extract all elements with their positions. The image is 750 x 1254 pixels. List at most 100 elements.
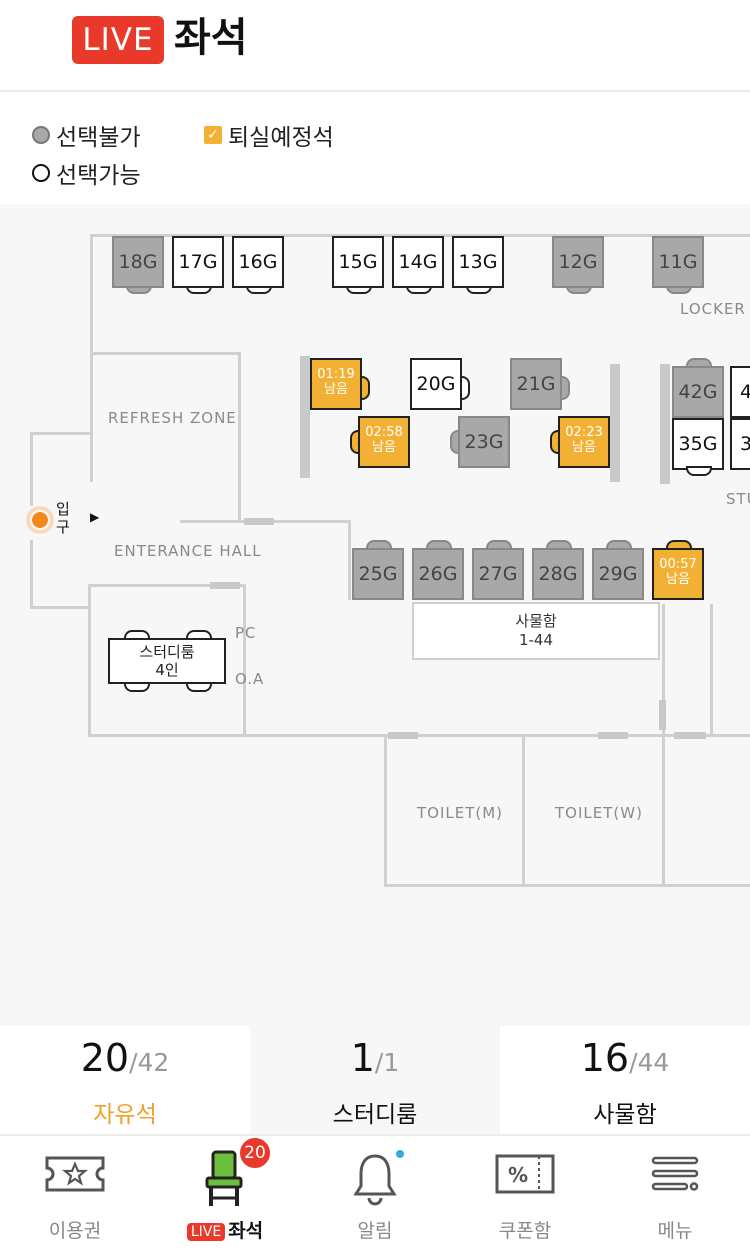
wall [710,604,713,736]
stat-label: 스터디룸 [332,1102,418,1128]
study-room-table[interactable]: 스터디룸 4인 [108,638,226,684]
wall [243,584,246,734]
study-room-title: 스터디룸 [139,643,195,661]
seat-26g[interactable]: 26G [412,548,464,600]
seat-35g[interactable]: 35G [672,418,724,470]
wall [30,606,88,609]
seat-23g[interactable]: 23G [458,416,510,468]
new-dot-icon [396,1150,404,1158]
study-zone-label: STU [726,490,750,508]
wall [30,432,33,506]
seat-27g[interactable]: 27G [472,548,524,600]
coupon-icon: % [495,1154,555,1194]
stat-label: 사물함 [593,1102,657,1128]
seat-28g[interactable]: 28G [532,548,584,600]
stat-locker: 16/44 사물함 [500,1026,750,1134]
legend-unavailable-label: 선택불가 [56,125,141,151]
wall [88,584,243,587]
locker-label: LOCKER [680,300,746,318]
seat-occupied-0258[interactable]: 02:58 남음 [358,416,410,468]
chair-icon [205,1150,243,1206]
mini-live-badge: LIVE [186,1222,226,1241]
tab-alarm[interactable]: 알림 [300,1136,450,1254]
tab-menu-label: 메뉴 [657,1220,693,1242]
entrance-label: 입 구 [56,500,70,536]
seat-occupied-0223[interactable]: 02:23 남음 [558,416,610,468]
legend-leaving-label: 퇴실예정석 [228,125,334,151]
page-title: 좌석 [174,15,248,61]
stat-label: 자유석 [93,1102,157,1128]
remaining-label: 남음 [572,440,596,455]
wall [522,734,525,886]
legend: 선택불가 ✓ 퇴실예정석 선택가능 [0,94,750,204]
door [674,732,706,739]
chair [686,466,712,476]
seat-25g[interactable]: 25G [352,548,404,600]
partition [610,364,620,482]
tab-alarm-label: 알림 [357,1220,393,1242]
seat-16g[interactable]: 16G [232,236,284,288]
gray-dot-icon [32,126,50,144]
seat-29g[interactable]: 29G [592,548,644,600]
seat-occupied-0119[interactable]: 01:19 남음 [310,358,362,410]
stat-total: /1 [374,1048,400,1077]
header: LIVE 좌석 [0,0,750,92]
seat-18g[interactable]: 18G [112,236,164,288]
pc-label: PC [235,624,257,642]
wall [90,352,93,482]
door [210,582,240,589]
legend-available: 선택가능 [32,156,141,190]
entrance-hall-label: ENTERANCE HALL [114,542,262,560]
partition [300,356,310,478]
remaining-time: 00:57 [659,557,697,572]
wall [90,352,240,355]
legend-available-label: 선택가능 [56,163,141,189]
tab-ticket[interactable]: 이용권 [0,1136,150,1254]
stat-value: 1/1 [250,1034,500,1087]
chair [186,682,212,692]
door [388,732,418,739]
seat-map[interactable]: REFRESH ZONE ENTERANCE HALL LOCKER STU P… [0,204,750,1026]
locker-box-title: 사물함 [515,612,557,630]
seat-occupied-0057[interactable]: 00:57 남음 [652,548,704,600]
tab-coupon-label: 쿠폰함 [498,1220,552,1242]
seat-21g[interactable]: 21G [510,358,562,410]
seat-13g[interactable]: 13G [452,236,504,288]
wall [384,884,750,887]
partition [660,364,670,484]
seat-11g[interactable]: 11G [652,236,704,288]
door [598,732,628,739]
seat-4x[interactable]: 4 [730,366,750,418]
remaining-time: 02:23 [565,425,603,440]
seat-count-badge: 20 [238,1136,272,1170]
seat-12g[interactable]: 12G [552,236,604,288]
seat-42g[interactable]: 42G [672,366,724,418]
percent-glyph: % [508,1163,528,1187]
seat-3x[interactable]: 3 [730,418,750,470]
wall [30,540,33,608]
toilet-m-label: TOILET(M) [417,804,504,822]
remaining-label: 남음 [666,572,690,587]
menu-icon [651,1156,699,1191]
seat-15g[interactable]: 15G [332,236,384,288]
seat-20g[interactable]: 20G [410,358,462,410]
seat-14g[interactable]: 14G [392,236,444,288]
toilet-w-label: TOILET(W) [555,804,643,822]
wall [238,352,241,522]
remaining-label: 남음 [372,440,396,455]
check-icon: ✓ [204,126,222,144]
seat-17g[interactable]: 17G [172,236,224,288]
ticket-icon [45,1156,105,1192]
bell-icon [353,1154,397,1206]
tab-coupon[interactable]: % 쿠폰함 [450,1136,600,1254]
locker-box[interactable]: 사물함 1-44 [412,602,660,660]
legend-unavailable: 선택불가 [32,118,141,152]
wall [88,734,750,737]
remaining-time: 02:58 [365,425,403,440]
entrance-label-top: 입 [56,500,70,518]
study-room-capacity: 4인 [155,661,179,679]
wall [90,234,93,352]
tab-menu[interactable]: 메뉴 [600,1136,750,1254]
